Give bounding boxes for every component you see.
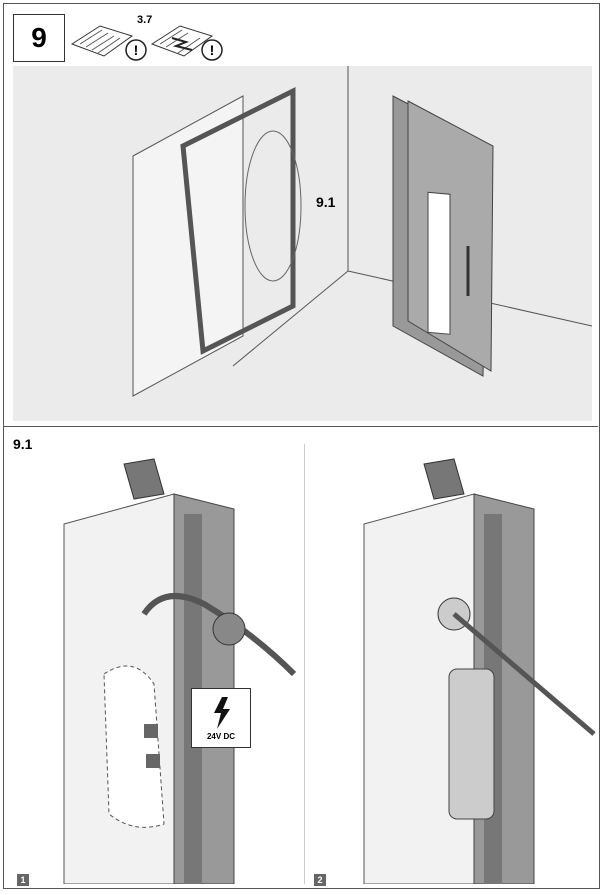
- substep-divider: [304, 444, 305, 884]
- instruction-page: 9 ! 3.7 ! 9.1 9.1: [3, 3, 600, 889]
- door-installation-illustration: [132, 66, 592, 397]
- illustration-background: [13, 66, 592, 421]
- high-voltage-icon: [214, 697, 230, 729]
- substep-number-2: 2: [314, 874, 326, 886]
- voltage-warning-label: 24V DC: [191, 688, 251, 748]
- detail-title: 9.1: [13, 436, 33, 452]
- step-9-panel: 9 ! 3.7 ! 9.1: [4, 4, 598, 427]
- manual-warning-icon: !: [70, 25, 147, 61]
- cable-connection-illustration: [63, 458, 297, 884]
- svg-text:!: !: [210, 42, 215, 58]
- svg-text:!: !: [134, 42, 139, 58]
- cable-insertion-illustration: [363, 458, 596, 884]
- detail-callout-label: 9.1: [316, 194, 336, 210]
- substep-number-1: 1: [17, 874, 29, 886]
- section-reference: 3.7: [137, 14, 153, 26]
- step-number: 9: [13, 14, 65, 62]
- voltage-text: 24V DC: [206, 732, 235, 741]
- manual-electric-warning-icon: !: [150, 25, 223, 61]
